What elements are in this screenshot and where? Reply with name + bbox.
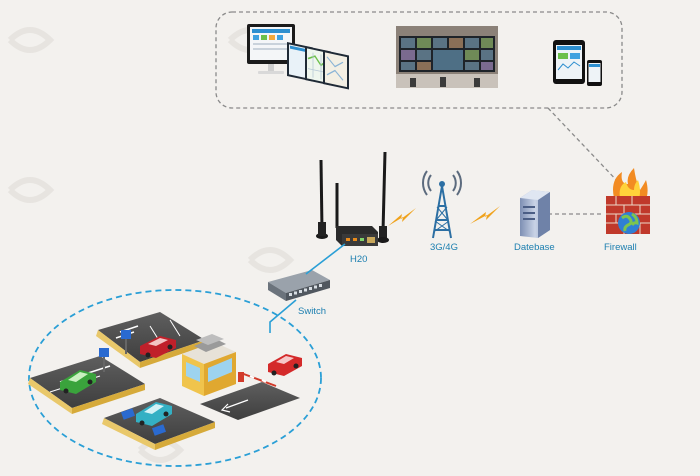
red-car-icon	[268, 354, 302, 376]
switch-router-cable	[305, 243, 346, 275]
database-server-icon	[520, 190, 550, 238]
monitoring-center-box	[215, 11, 623, 109]
parking-sign-icon	[121, 330, 131, 354]
red-car-icon	[140, 336, 176, 358]
parking-lot-scene	[28, 289, 322, 467]
wireless-link-icon	[388, 206, 500, 226]
gate-barrier-icon	[238, 372, 277, 387]
teal-car-icon	[136, 402, 172, 426]
mobile-devices-icon	[553, 40, 602, 86]
switch-label: Switch	[298, 306, 326, 317]
firewall-icon	[606, 168, 650, 234]
green-car-icon	[60, 370, 96, 394]
network-label: 3G/4G	[430, 242, 458, 253]
firewall-to-center-link	[547, 107, 623, 187]
router-icon	[316, 151, 389, 246]
monitoring-devices-icon	[247, 24, 349, 90]
toll-booth-icon	[182, 334, 236, 396]
router-label: H20	[350, 254, 368, 265]
firewall-label: Firewall	[604, 242, 637, 253]
switch-parking-cable	[269, 299, 297, 333]
database-label: Datebase	[514, 242, 555, 253]
network-switch-icon	[268, 270, 330, 301]
cell-tower-icon	[422, 170, 462, 239]
video-wall-icon	[396, 26, 498, 88]
parking-sign-icon	[99, 348, 109, 372]
